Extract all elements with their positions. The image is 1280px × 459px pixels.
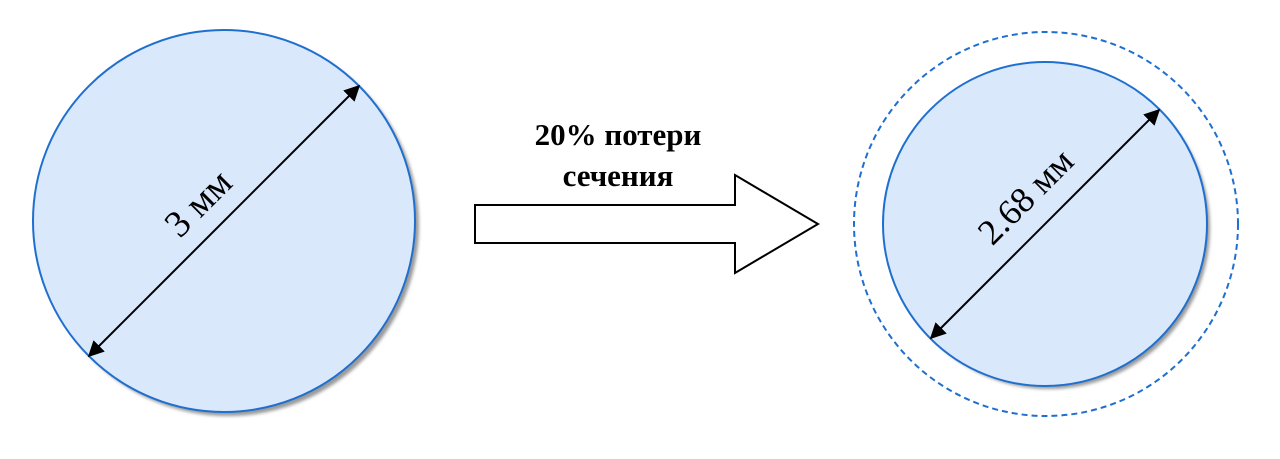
original-outline-dashed bbox=[853, 31, 1239, 417]
left-diameter-arrow bbox=[87, 84, 361, 358]
reduced-wire-cross-section: 2.68 мм bbox=[853, 31, 1239, 417]
right-diameter-arrow bbox=[929, 108, 1161, 340]
transition-arrow-group: 20% потери сечения bbox=[474, 117, 820, 275]
arrow-caption-line-2: сечения bbox=[563, 158, 674, 193]
original-wire-cross-section: 3 мм bbox=[32, 29, 419, 416]
block-arrow bbox=[474, 173, 820, 275]
arrow-caption-line-1: 20% потери bbox=[535, 117, 702, 152]
